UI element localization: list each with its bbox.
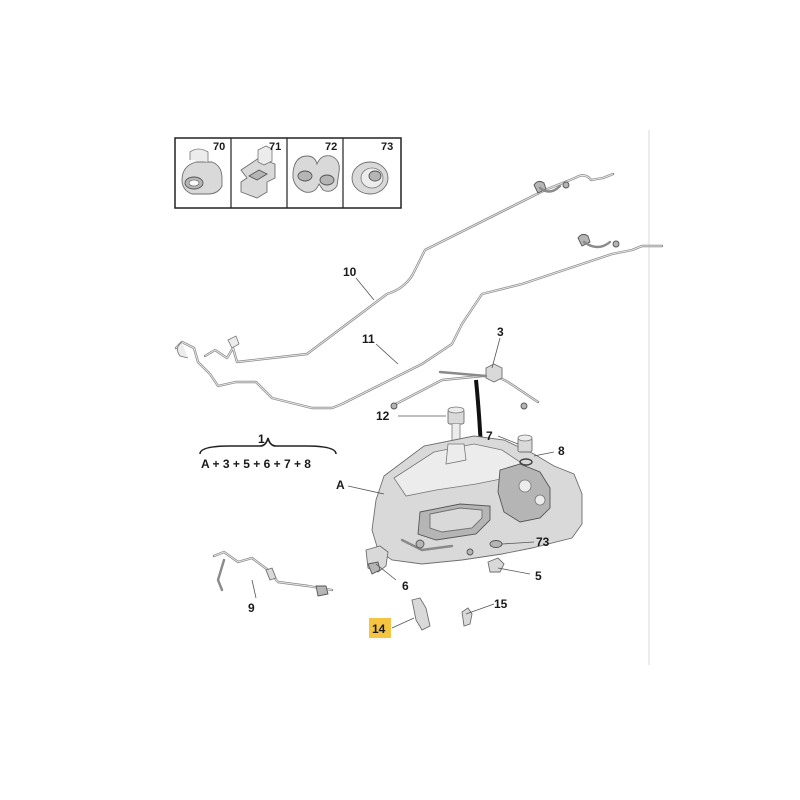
fuel-tank-a [371,435,583,565]
callout-1: 1 [258,432,265,446]
clip-72-icon [292,155,340,193]
highlight-box-14 [369,618,391,638]
callout-14: 14 [372,622,386,636]
fuel-line-10 [203,172,615,364]
brace-1 [199,437,337,455]
cap-12 [447,406,465,443]
callout-11: 11 [362,332,375,346]
inset-label-70: 70 [213,141,225,153]
inset-label-73: 73 [381,141,393,153]
o-ring-8 [519,458,533,466]
inset-parts-box: 70 71 72 73 [174,137,402,209]
bracket-14 [411,597,431,631]
fuel-line-11 [174,233,664,410]
bracket-15 [461,607,473,627]
bracket-5 [487,557,505,573]
breather-line-3 [390,363,540,410]
harness-9 [212,550,334,597]
callout-10: 10 [343,265,357,279]
grommet-73 [489,540,503,548]
callout-3: 3 [497,325,504,339]
callout-12: 12 [376,409,390,423]
clip-71-icon [240,145,276,199]
callout-5: 5 [535,569,542,583]
clip-70-icon [181,148,223,195]
callout-7: 7 [486,429,493,443]
callout-6: 6 [402,579,409,593]
inset-label-71: 71 [269,141,281,153]
callout-15: 15 [494,597,508,611]
sensor-6 [365,545,389,575]
callout-a: A [336,478,345,492]
valve-7 [517,434,533,453]
leader-lines [251,277,555,629]
inset-label-72: 72 [325,141,337,153]
grommet-73-icon [351,161,389,195]
callout-73: 73 [536,535,550,549]
callout-1-formula: A + 3 + 5 + 6 + 7 + 8 [201,457,311,471]
callout-8: 8 [558,444,565,458]
callout-9: 9 [248,601,255,615]
